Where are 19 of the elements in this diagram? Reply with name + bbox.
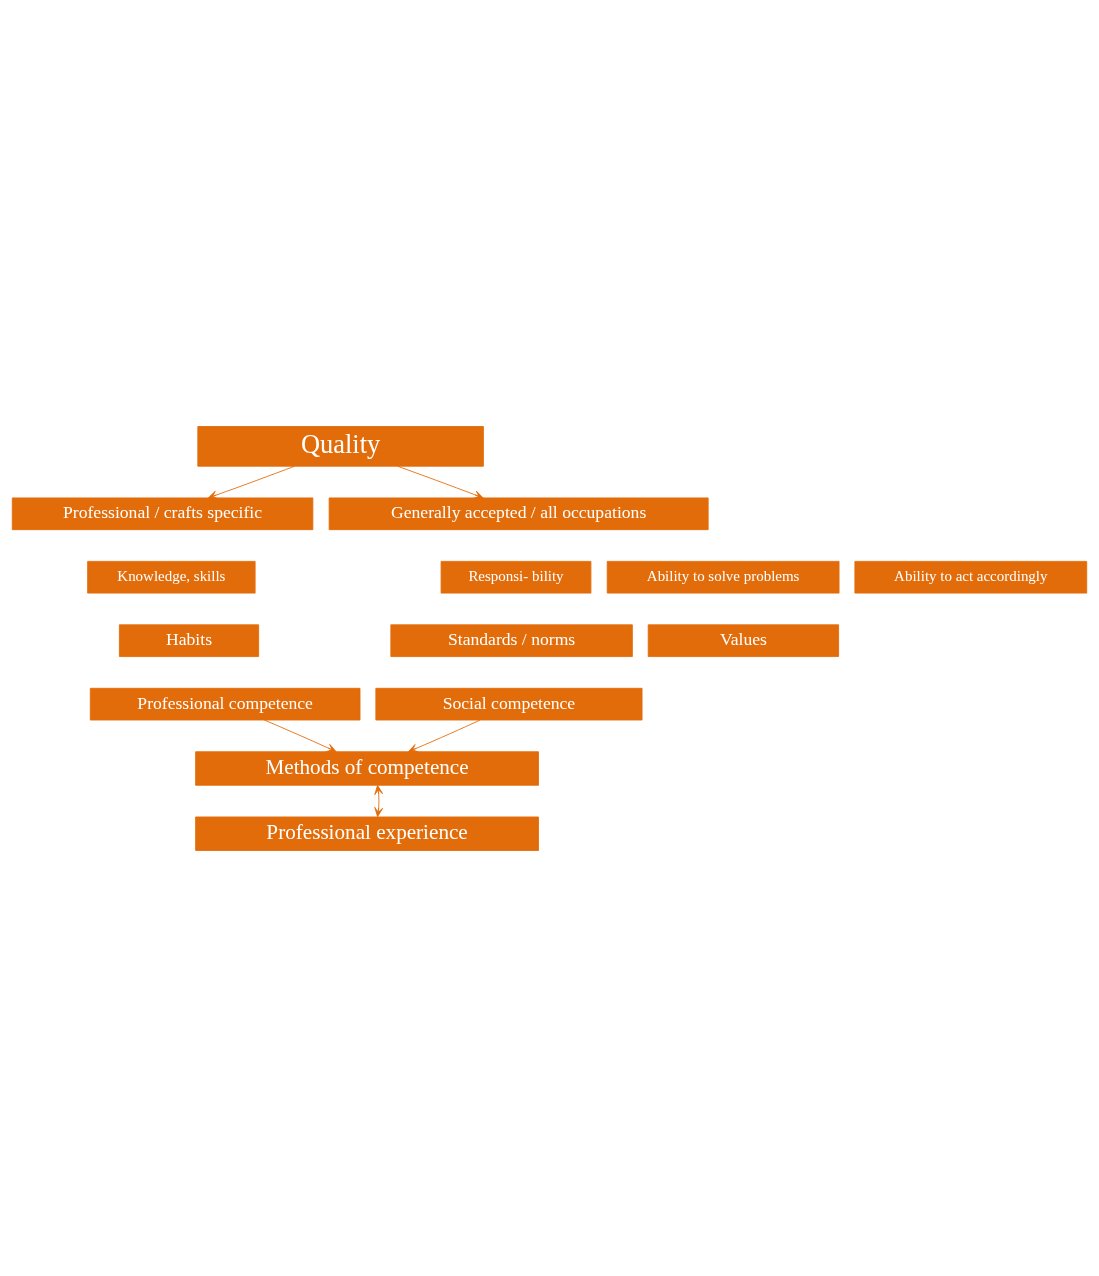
arrow [263,719,337,752]
node-box: Quality [197,425,484,467]
arrow [397,465,484,499]
node-box: Generally accepted / all occupations [328,497,709,530]
arrow [207,465,295,499]
node-box: Social competence [375,687,643,720]
node-box: Responsi- bility [440,560,592,594]
node-box: Professional / crafts specific [11,497,314,530]
node-box: Ability to solve problems [606,560,840,594]
node-box: Knowledge, skills [87,560,256,594]
node-box: Standards / norms [390,623,633,657]
node-box: Professional competence [89,687,361,720]
node-box: Habits [118,623,260,657]
node-box: Methods of competence [195,750,539,786]
arrow [374,784,384,817]
node-box: Ability to act accordingly [854,560,1088,594]
node-box: Professional experience [195,816,539,851]
arrow [408,719,481,752]
node-box: Values [647,623,840,657]
